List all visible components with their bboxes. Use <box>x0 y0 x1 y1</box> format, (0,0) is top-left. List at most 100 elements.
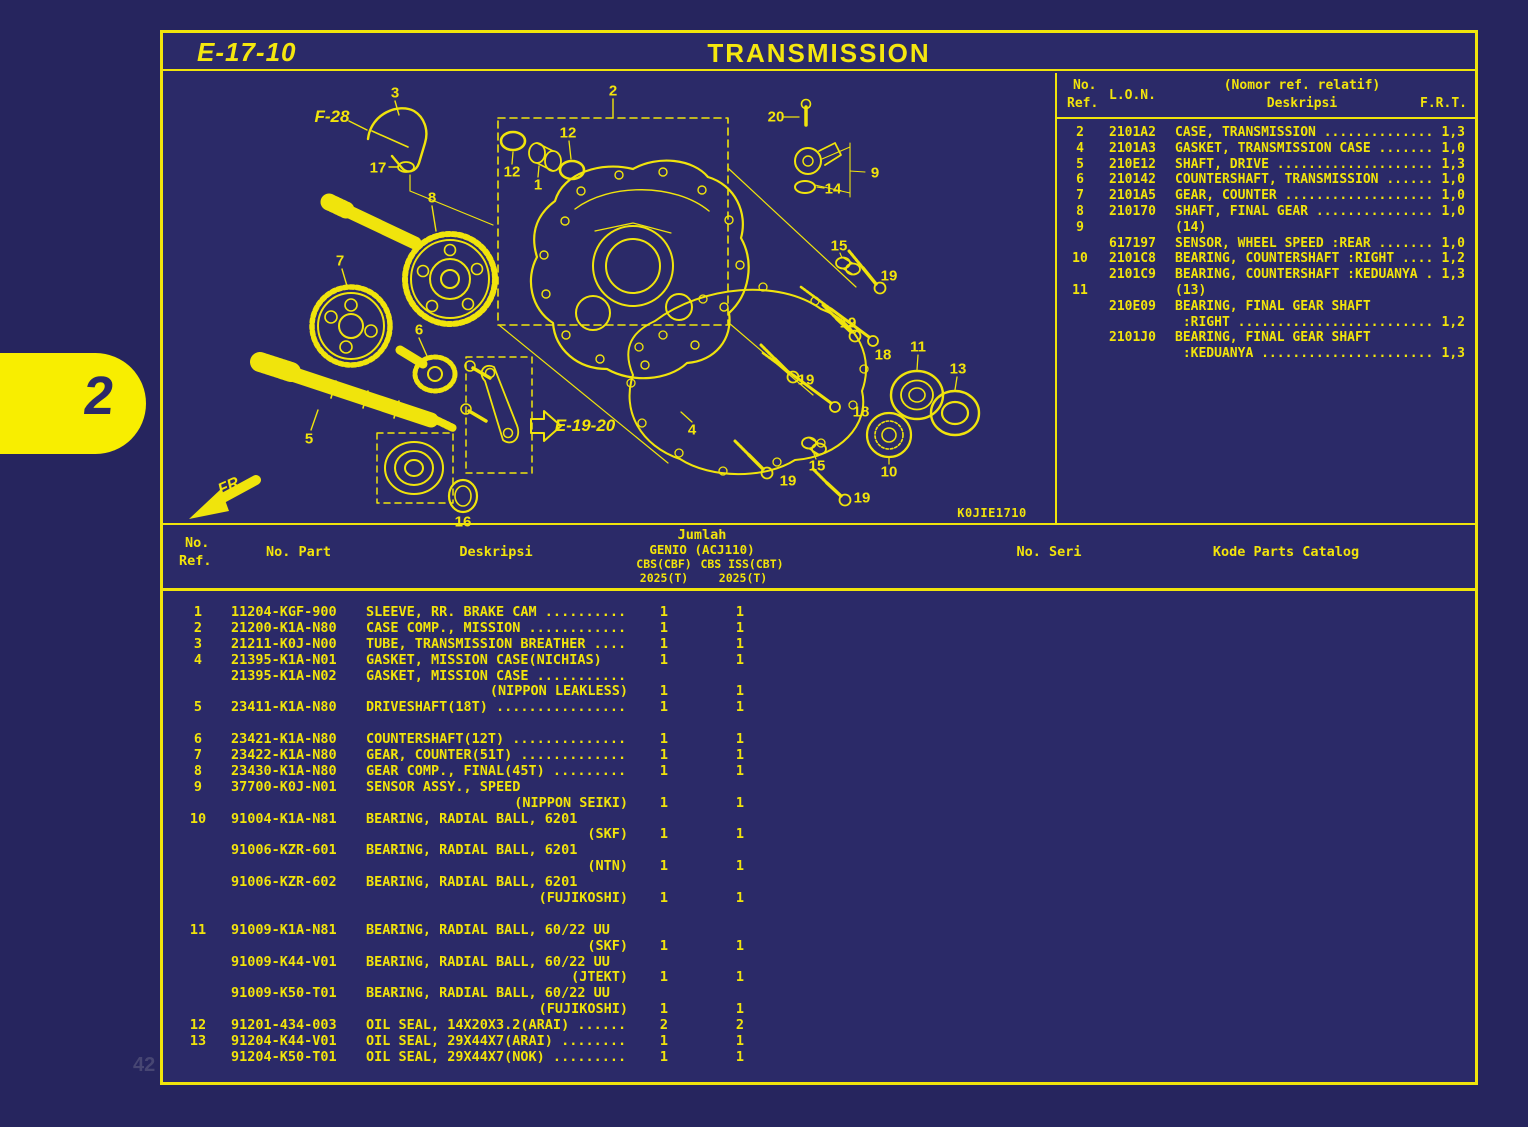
ref-table-row: 7 2101A5 GEAR, COUNTER ...................… <box>1057 188 1475 204</box>
parts-table-spacer <box>163 906 1475 922</box>
ref-lon: 2101A5 <box>1109 188 1156 204</box>
part-qty-cbs-iss: 1 <box>735 937 745 954</box>
diagram-callout-13: 13 <box>949 360 967 378</box>
ref-no: 7 <box>1076 188 1084 204</box>
ref-lon: 2101A2 <box>1109 125 1156 140</box>
diagram-callout-1: 1 <box>533 176 543 194</box>
part-description: (NTN) <box>587 858 628 875</box>
parts-col-no: No. <box>185 535 210 551</box>
part-description: GEAR, COUNTER(51T) ............. <box>366 747 627 764</box>
diagram-callout-19: 19 <box>779 472 797 490</box>
part-description: (SKF) <box>587 826 628 843</box>
parts-col-part: No. Part <box>265 544 332 560</box>
part-gasket <box>626 282 869 476</box>
part-description: BEARING, RADIAL BALL, 60/22 UU <box>366 921 610 938</box>
chapter-tab[interactable]: 2 <box>0 353 146 454</box>
reference-table: No. Ref. L.O.N. (Nomor ref. relatif) Des… <box>1055 73 1475 523</box>
cross-ref-arrow-icon <box>530 410 562 442</box>
part-counter-gear <box>309 268 393 368</box>
part-qty-cbs-iss: 1 <box>735 1048 745 1065</box>
ref-lon: 210E09 <box>1109 298 1156 314</box>
parts-col-year2: 2025(T) <box>718 571 768 585</box>
ref-frt: 1,3 <box>1441 346 1465 362</box>
ref-frt: 1,3 <box>1441 267 1465 283</box>
transmission-exploded-drawing <box>189 98 981 519</box>
parts-col-year1: 2025(T) <box>639 571 689 585</box>
ref-desc: :KEDUANYA ...................... <box>1175 346 1434 362</box>
part-qty-cbs: 1 <box>659 1033 669 1050</box>
ref-lon: 617197 <box>1109 235 1156 251</box>
ref-col-ref: Ref. <box>1067 96 1099 111</box>
parts-col-seri: No. Seri <box>1016 544 1082 560</box>
diagram-callout-f-28[interactable]: F-28 <box>314 107 350 126</box>
ref-table-row: 210E09 BEARING, FINAL GEAR SHAFT <box>1057 299 1475 315</box>
part-qty-cbs-iss: 1 <box>735 604 745 620</box>
part-qty-cbs-iss: 1 <box>735 794 745 811</box>
part-number: 21200-K1A-N80 <box>231 619 337 636</box>
part-collars <box>801 252 861 460</box>
diagram-callout-19: 19 <box>797 371 815 389</box>
ref-lon: 2101A3 <box>1109 140 1156 156</box>
ref-desc: GEAR, COUNTER ................... <box>1175 188 1434 204</box>
parts-col-kode: Kode Parts Catalog <box>1212 544 1360 560</box>
ref-frt: 1,0 <box>1441 235 1465 251</box>
diagram-callout-5: 5 <box>304 430 314 448</box>
part-qty-cbs: 1 <box>659 890 669 907</box>
diagram-callout-17: 17 <box>369 159 387 177</box>
part-ref-no: 8 <box>193 762 203 779</box>
part-number: 21395-K1A-N02 <box>231 667 337 684</box>
ref-no: 10 <box>1072 251 1088 267</box>
ref-desc: (14) <box>1175 219 1207 235</box>
part-ref-no: 11 <box>189 921 207 938</box>
ref-no: 4 <box>1076 140 1084 156</box>
part-description: SLEEVE, RR. BRAKE CAM .......... <box>366 604 627 620</box>
part-number: 91204-K44-V01 <box>231 1033 337 1050</box>
ref-lon: 210E12 <box>1109 156 1156 172</box>
ref-desc: CASE, TRANSMISSION .............. <box>1175 125 1434 140</box>
part-transmission-case <box>529 159 750 380</box>
ref-table-row: 617197 SENSOR, WHEEL SPEED :REAR ....... 1… <box>1057 236 1475 252</box>
ref-no: 5 <box>1076 156 1084 172</box>
part-qty-cbs: 1 <box>659 604 669 620</box>
ref-col-no: No. <box>1073 78 1097 93</box>
parts-col-desc: Deskripsi <box>459 544 533 560</box>
ref-desc: COUNTERSHAFT, TRANSMISSION ...... <box>1175 172 1434 188</box>
ref-table-row: :RIGHT .........................1,2 <box>1057 315 1475 331</box>
part-number: 23411-K1A-N80 <box>231 699 337 716</box>
part-description: BEARING, RADIAL BALL, 6201 <box>366 842 578 859</box>
part-qty-cbs: 1 <box>659 635 669 652</box>
part-description: OIL SEAL, 14X20X3.2(ARAI) ...... <box>366 1017 627 1034</box>
diagram-callout-16: 16 <box>454 513 472 531</box>
ref-desc: SENSOR, WHEEL SPEED :REAR ....... <box>1175 235 1434 251</box>
diagram-callout-e-19-20[interactable]: E-19-20 <box>554 416 616 435</box>
part-qty-cbs-iss: 1 <box>735 1033 745 1050</box>
ref-desc: BEARING, FINAL GEAR SHAFT <box>1175 298 1371 314</box>
ref-frt: 1,0 <box>1441 188 1465 204</box>
part-qty-cbs-iss: 1 <box>735 969 745 986</box>
part-description: (SKF) <box>587 937 628 954</box>
ref-desc: :RIGHT ......................... <box>1175 314 1434 330</box>
diagram-callout-7: 7 <box>335 252 345 270</box>
parts-table-header: No. Ref. No. Part Deskripsi Jumlah GENIO… <box>163 523 1475 591</box>
part-ref-no: 4 <box>193 651 203 668</box>
part-qty-cbs: 1 <box>659 1001 669 1018</box>
part-qty-cbs-iss: 1 <box>735 699 745 716</box>
part-number: 91204-K50-T01 <box>231 1048 337 1065</box>
ref-lon: 210142 <box>1109 172 1156 188</box>
diagram-callout-15: 15 <box>830 237 848 255</box>
part-qty-cbs: 1 <box>659 1048 669 1065</box>
diagram-callout-12: 12 <box>559 124 577 142</box>
